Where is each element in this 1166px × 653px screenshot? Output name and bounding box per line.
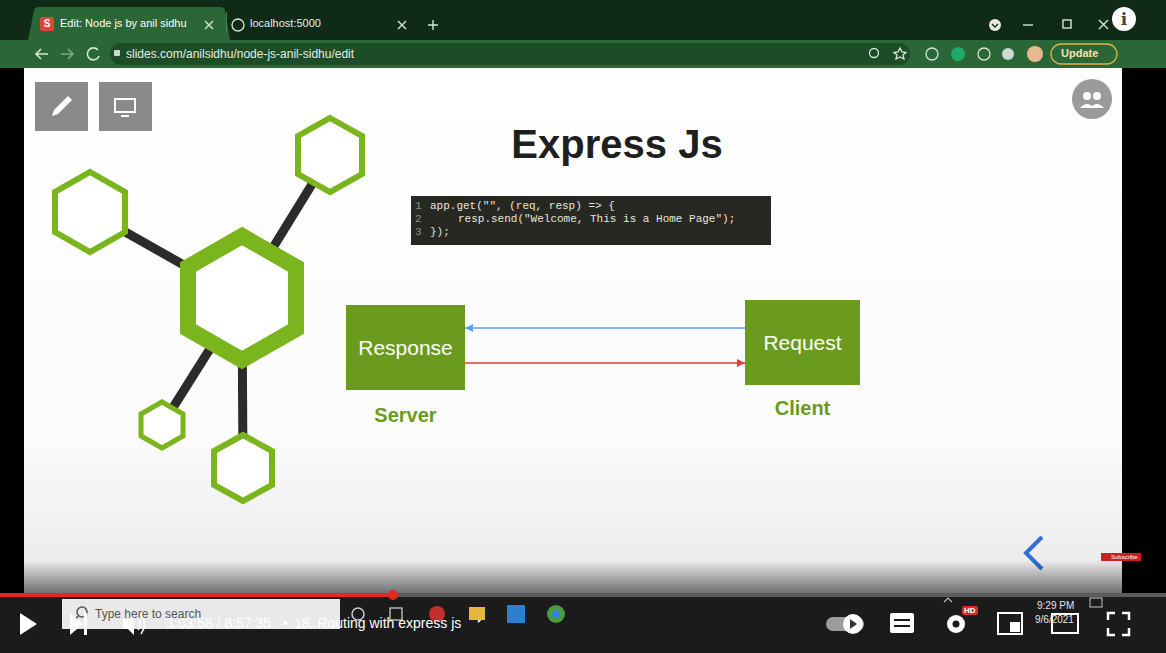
flow-arrow xyxy=(465,362,745,364)
video-time: 3:03:58 / 8:57:35 xyxy=(166,615,271,631)
slide-title: Express Js xyxy=(0,122,1166,167)
flow-arrow xyxy=(465,327,745,329)
response-box: Response xyxy=(346,305,465,390)
code-line: app.get("", (req, resp) => { xyxy=(430,200,761,213)
box-label: Request xyxy=(763,331,841,355)
role-label: Server xyxy=(346,404,465,427)
subscribe-badge: Subscribe xyxy=(1101,553,1141,561)
clock-time: 9:29 PM xyxy=(1037,600,1074,611)
update-button: Update xyxy=(1061,47,1098,59)
line-number: 1 xyxy=(415,200,430,213)
tab-title: Edit: Node js by anil sidhu xyxy=(60,17,187,29)
tab-title: localhost:5000 xyxy=(250,17,321,29)
role-label: Client xyxy=(745,397,860,420)
line-number: 3 xyxy=(415,226,430,239)
code-line: resp.send("Welcome, This is a Home Page"… xyxy=(430,213,761,226)
code-grid: 1app.get("", (req, resp) => {2resp.send(… xyxy=(415,200,761,239)
address-url: slides.com/anilsidhu/node-js-anil-sidhu/… xyxy=(126,47,354,61)
info-icon: i xyxy=(1112,7,1136,31)
node-group: ResponseServer xyxy=(346,305,465,427)
box-label: Response xyxy=(358,336,453,360)
line-number: 2 xyxy=(415,213,430,226)
separator-dot: • xyxy=(283,615,288,631)
node-group: RequestClient xyxy=(745,300,860,420)
hd-badge: HD xyxy=(962,606,978,615)
code-block: 1app.get("", (req, resp) => {2resp.send(… xyxy=(411,196,771,245)
tab-favicon: S xyxy=(40,17,54,31)
request-box: Request xyxy=(745,300,860,385)
chapter-title: 18..Routing with express js xyxy=(294,615,461,631)
clock-date: 9/6/2021 xyxy=(1035,614,1074,625)
code-line: }); xyxy=(430,226,761,239)
